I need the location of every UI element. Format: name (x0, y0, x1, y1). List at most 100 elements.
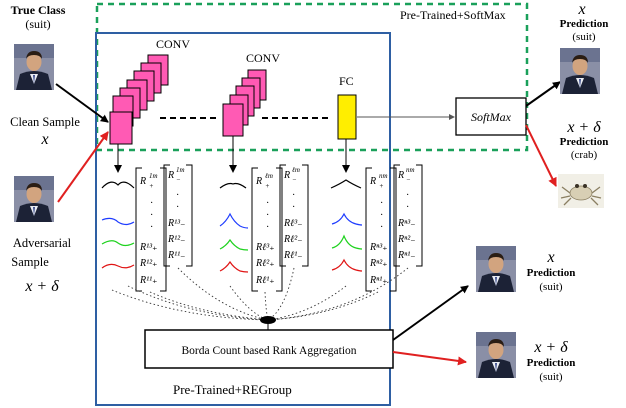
matrix1-right-top-sup: 1m (176, 166, 185, 174)
matrix2-right-row3: Rℓ¹₋ (283, 250, 303, 261)
matrix2-right-row1: Rℓ³₋ (283, 218, 303, 229)
matrix2-left-row2: Rℓ²₊ (255, 258, 275, 269)
softmax-clean-prediction-value: (suit) (572, 31, 596, 43)
regroup-clean-output-math: x (546, 249, 554, 266)
adversarial-input-arrow (57, 131, 109, 203)
svg-text:·: · (116, 194, 119, 205)
matrix1-left-row2: R¹²₊ (139, 258, 157, 269)
svg-text:·: · (380, 198, 383, 209)
matrix3-left-row3: Rⁿ¹₊ (369, 275, 388, 286)
rank-matrices-layer3: R nm + · · · Rⁿ³₊ Rⁿ²₊ Rⁿ¹₊ R nm − · · R… (365, 164, 423, 292)
clean-sample-math: x (40, 131, 48, 148)
fc-label: FC (339, 74, 354, 88)
svg-text:·: · (150, 210, 153, 221)
softmax-region-label: Pre-Trained+SoftMax (400, 8, 506, 22)
regroup-adv-output-math: x + δ (533, 339, 568, 356)
layer1-curves: · · (101, 181, 135, 269)
softmax-clean-output-arrow (525, 81, 561, 107)
conv1-label: CONV (156, 37, 190, 51)
matrix2-left-top-sup: ℓm (264, 172, 273, 180)
svg-text:·: · (116, 200, 119, 211)
svg-text:·: · (292, 202, 295, 213)
matrix1-right-top-sub: − (176, 176, 181, 184)
borda-aggregation-label: Borda Count based Rank Aggregation (181, 345, 356, 357)
borda-aggregation-box (144, 329, 394, 369)
matrix1-left-top-sup: 1m (149, 172, 158, 180)
matrix2-left-row1: Rℓ³₊ (255, 242, 275, 253)
matrix3-left-row2: Rⁿ²₊ (369, 258, 388, 269)
rank-matrices-layer1: R 1m + · · · R¹³₊ R¹²₊ R¹¹₊ R 1m − · · R… (135, 164, 193, 292)
borda-adv-output-arrow (392, 351, 467, 366)
softmax-clean-output-math: x (577, 1, 585, 18)
regroup-clean-prediction-title: Prediction (527, 267, 576, 279)
svg-text:·: · (231, 200, 234, 211)
regroup-region-label: Pre-Trained+REGroup (173, 382, 292, 397)
matrix1-left-row1: R¹³₊ (139, 242, 157, 253)
svg-text:·: · (406, 190, 409, 201)
softmax-adv-output-arrow (525, 124, 557, 187)
svg-text:·: · (176, 190, 179, 201)
matrix3-left-top-sub: + (379, 182, 384, 190)
layer2-curves: · · (219, 182, 249, 273)
matrix3-right-top-sub: − (406, 176, 411, 184)
fc-layer (337, 94, 357, 140)
softmax-adv-output-math: x + δ (566, 119, 601, 136)
matrix3-right-row3: Rⁿ¹₋ (397, 250, 416, 261)
matrix1-right-row3: R¹¹₋ (167, 250, 185, 261)
matrix2-right-top: R (283, 170, 290, 181)
matrix2-right-top-sub: − (292, 176, 297, 184)
matrix1-left-top-sub: + (149, 182, 154, 190)
regroup-clean-output-photo (476, 246, 516, 292)
adversarial-sample-photo (14, 176, 54, 222)
svg-text:·: · (150, 222, 153, 233)
borda-clean-output-arrow (392, 285, 469, 341)
matrix3-right-row2: Rⁿ²₋ (397, 234, 416, 245)
true-class-title: True Class (11, 3, 66, 17)
clean-sample-label: Clean Sample (10, 115, 80, 129)
matrix3-right-top-sup: nm (406, 166, 415, 174)
matrix3-left-top: R (369, 176, 376, 187)
matrix2-left-row3: Rℓ¹₊ (255, 275, 275, 286)
softmax-adv-prediction-title: Prediction (560, 136, 609, 148)
softmax-node-label: SoftMax (471, 110, 512, 124)
svg-text:·: · (292, 190, 295, 201)
softmax-clean-prediction-title: Prediction (560, 18, 609, 30)
softmax-node (455, 97, 527, 136)
regroup-region-border (95, 32, 391, 406)
softmax-clean-output-photo (560, 48, 600, 94)
clean-sample-photo (14, 44, 54, 90)
true-class-value: (suit) (25, 17, 50, 31)
regroup-adv-output-photo (476, 332, 516, 378)
adversarial-math: x + δ (24, 278, 59, 295)
regroup-clean-prediction-value: (suit) (539, 281, 563, 293)
conv2-label: CONV (246, 51, 280, 65)
matrix3-right-row1: Rⁿ³₋ (397, 218, 416, 229)
matrix1-right-top: R (167, 170, 174, 181)
clean-input-arrow (55, 83, 109, 123)
matrix1-right-row1: R¹³₋ (167, 218, 185, 229)
matrix2-right-row2: Rℓ²₋ (283, 234, 303, 245)
svg-text:·: · (150, 198, 153, 209)
rank-matrices-layer2: R ℓm + · · · Rℓ³₊ Rℓ²₊ Rℓ¹₊ R ℓm − · · R… (251, 164, 309, 292)
svg-text:·: · (380, 210, 383, 221)
crab-output-photo (557, 173, 605, 209)
svg-text:·: · (380, 222, 383, 233)
conv2-stack (222, 69, 267, 137)
matrix3-left-row1: Rⁿ³₊ (369, 242, 388, 253)
softmax-adv-prediction-value: (crab) (571, 149, 598, 161)
matrix1-left-top: R (139, 176, 146, 187)
conv1-stack (109, 54, 169, 145)
svg-text:·: · (266, 222, 269, 233)
adversarial-label-line2: Sample (11, 255, 49, 269)
svg-text:·: · (344, 194, 347, 205)
svg-text:·: · (176, 202, 179, 213)
matrix3-left-top-sup: nm (379, 172, 388, 180)
matrix2-right-top-sup: ℓm (291, 166, 300, 174)
svg-text:·: · (406, 202, 409, 213)
layer3-curves: · · (330, 179, 363, 272)
svg-text:·: · (266, 198, 269, 209)
matrix2-left-top: R (255, 176, 262, 187)
svg-text:·: · (231, 194, 234, 205)
regroup-adv-prediction-value: (suit) (539, 371, 563, 383)
